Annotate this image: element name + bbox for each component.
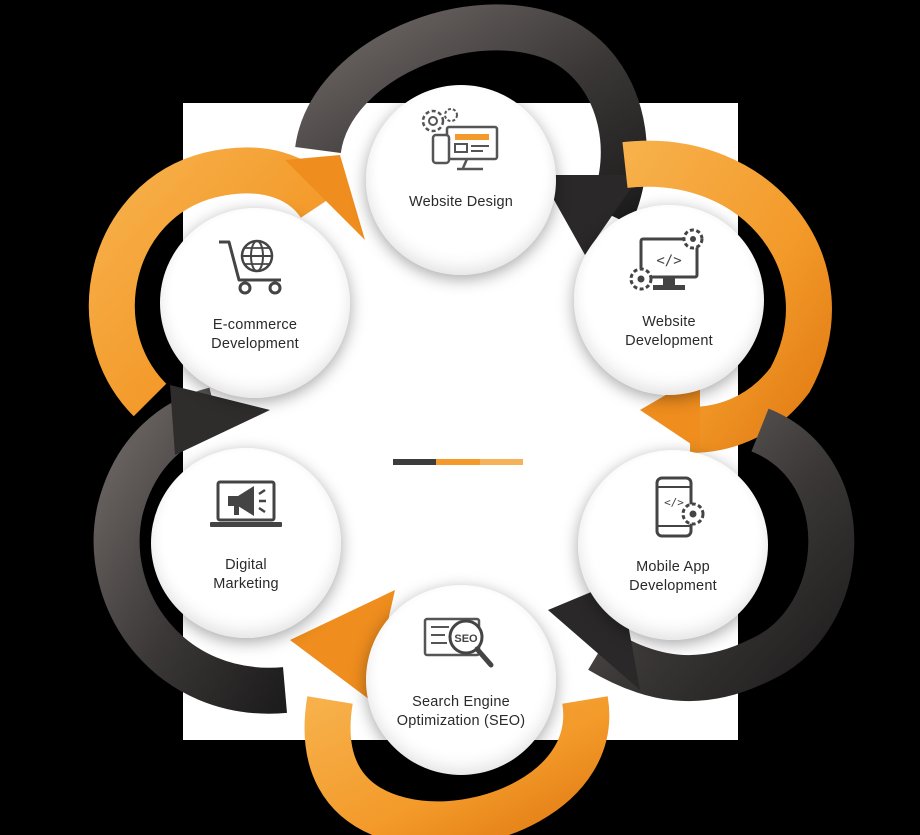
arrow-upper-left-orange bbox=[88, 147, 365, 417]
svg-text:SEO: SEO bbox=[454, 633, 478, 645]
node-ecommerce-development: E-commerce Development bbox=[160, 208, 350, 398]
node-label-website-development: Website Development bbox=[625, 314, 713, 349]
mobile-app-icon: </> bbox=[655, 476, 705, 538]
arrow-lower-left-dark bbox=[93, 385, 287, 714]
divider-segment-orange bbox=[436, 459, 480, 465]
node-label-digital-marketing: Digital Marketing bbox=[213, 557, 279, 592]
svg-text:</>: </> bbox=[656, 253, 681, 269]
megaphone-laptop-icon bbox=[210, 480, 282, 527]
shopping-cart-icon bbox=[219, 239, 282, 295]
node-label-seo: Search Engine Optimization (SEO) bbox=[396, 694, 526, 729]
node-label-mobile-app-development: Mobile App Development bbox=[629, 559, 717, 594]
node-digital-marketing: Digital Marketing bbox=[151, 448, 341, 638]
center-divider-bar bbox=[393, 459, 523, 465]
seo-magnifier-icon: SEO bbox=[423, 617, 494, 668]
svg-text:</>: </> bbox=[664, 496, 684, 509]
node-seo: SEO Search Engine Optimization (SEO) bbox=[366, 585, 556, 775]
website-design-icon bbox=[421, 108, 499, 171]
divider-segment-dark bbox=[393, 459, 437, 465]
node-mobile-app-development: </> Mobile App Development bbox=[578, 450, 768, 640]
node-website-design: Website Design bbox=[366, 85, 556, 275]
code-monitor-icon: </> bbox=[629, 228, 704, 291]
node-website-development: </> Website Development bbox=[574, 205, 764, 395]
divider-segment-light-orange bbox=[479, 459, 523, 465]
node-label-website-design: Website Design bbox=[408, 194, 514, 210]
node-label-ecommerce-development: E-commerce Development bbox=[211, 317, 299, 352]
arrow-upper-right-orange bbox=[622, 140, 832, 453]
